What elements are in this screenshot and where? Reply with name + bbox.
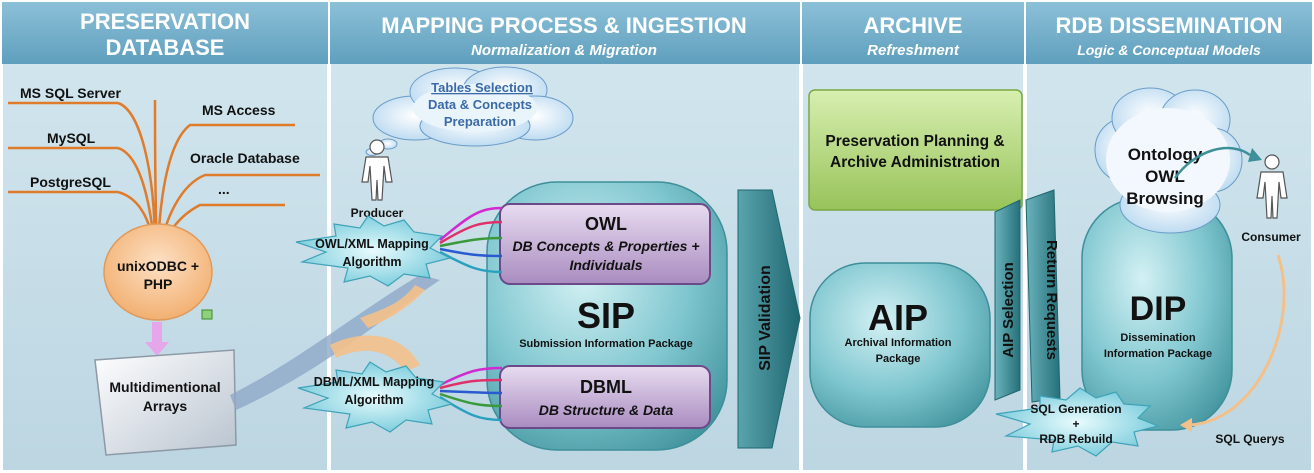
owl-mapping-line1: OWL/XML Mapping — [315, 237, 429, 251]
owl-mapping-star — [295, 215, 452, 287]
source-ellipsis: ... — [218, 181, 230, 197]
owl-box — [499, 203, 711, 285]
archive-subtitle: Refreshment — [867, 42, 960, 59]
dbml-box-line1: DB Structure & Data — [539, 402, 674, 418]
preservation-title-line2: DATABASE — [106, 35, 225, 60]
source-oracle-database: Oracle Database — [190, 150, 300, 166]
sql-generation-line1: SQL Generation — [1030, 402, 1121, 416]
source-ms-access: MS Access — [202, 102, 276, 118]
source-mysql: MySQL — [47, 130, 96, 146]
owl-box-line1: DB Concepts & Properties + — [512, 238, 699, 254]
return-requests-label: Return Requests — [1043, 240, 1060, 360]
dbml-mapping-line2: Algorithm — [344, 393, 403, 407]
dip-title: DIP — [1130, 290, 1187, 328]
odbc-to-arrays-arrow — [145, 322, 169, 356]
sip-title: SIP — [577, 295, 635, 336]
dip-line1: Dissemination — [1120, 332, 1195, 344]
sql-query-arrow — [1189, 254, 1286, 427]
return-requests-bar — [1025, 189, 1061, 403]
dbml-mapping-line1: DBML/XML Mapping — [314, 375, 435, 389]
odbc-label-line1: unixODBC + — [117, 258, 199, 274]
owl-box-title: OWL — [585, 214, 627, 234]
sip-validation-arrow — [737, 189, 801, 449]
ontology-browse-arrow — [1173, 146, 1251, 179]
planning-line2: Archive Administration — [830, 154, 1000, 171]
dbml-mapping-star — [297, 361, 454, 433]
consumer-label: Consumer — [1241, 230, 1301, 244]
sql-generation-line3: RDB Rebuild — [1039, 432, 1112, 446]
owl-mapping-line2: Algorithm — [342, 255, 401, 269]
aip-selection-label: AIP Selection — [1000, 262, 1017, 358]
planning-line1: Preservation Planning & — [825, 133, 1004, 150]
archive-title: ARCHIVE — [863, 13, 962, 38]
dbml-box-title: DBML — [580, 377, 632, 397]
owl-to-arrays-ribbon — [360, 285, 425, 328]
aip-container — [809, 262, 991, 428]
arrays-label-line1: Multidimentional — [109, 379, 220, 395]
source-postgresql: PostgreSQL — [30, 174, 111, 190]
producer-label: Producer — [351, 206, 404, 220]
sql-queries-label: SQL Querys — [1215, 432, 1284, 446]
preservation-title-line1: PRESERVATION — [80, 9, 250, 34]
dbml-box — [499, 365, 711, 429]
ontology-line1: Ontology — [1128, 145, 1203, 164]
sql-query-arrowhead — [1180, 418, 1192, 432]
owl-connector-fan — [439, 206, 503, 274]
prep-cloud-line2: Data & Concepts — [428, 97, 532, 112]
planning-box — [808, 89, 1023, 211]
aip-title: AIP — [868, 297, 928, 338]
odbc-node — [103, 223, 213, 321]
ontology-line2: OWL — [1145, 167, 1185, 186]
sql-generation-line2: + — [1072, 417, 1079, 431]
mapping-title: MAPPING PROCESS & INGESTION — [381, 13, 747, 38]
sql-generation-star — [995, 387, 1160, 457]
arrays-label-line2: Arrays — [143, 398, 188, 414]
consumer-icon — [1256, 154, 1288, 219]
ontology-cloud — [1094, 87, 1243, 234]
sip-validation-label: SIP Validation — [757, 265, 774, 371]
ontology-browse-arrowhead — [1248, 148, 1262, 162]
prep-cloud-line3: Preparation — [444, 114, 516, 129]
sip-subtitle: Submission Information Package — [519, 338, 693, 350]
source-ms-sql-server: MS SQL Server — [20, 85, 121, 101]
arrays-node — [94, 349, 237, 456]
prep-cloud — [365, 66, 574, 156]
mapping-subtitle: Normalization & Migration — [471, 42, 657, 59]
dip-line2: Information Package — [1104, 348, 1212, 360]
prep-cloud-line1: Tables Selection — [431, 80, 533, 95]
odbc-label-line2: PHP — [144, 276, 173, 292]
arrays-to-dbml-ribbon — [330, 335, 420, 372]
ontology-line3: Browsing — [1126, 189, 1203, 208]
producer-icon — [361, 139, 393, 201]
rdb-title: RDB DISSEMINATION — [1056, 13, 1283, 38]
aip-selection-bar — [994, 199, 1021, 401]
aip-line1: Archival Information — [845, 337, 952, 349]
dbml-connector-fan — [439, 366, 503, 422]
rdb-subtitle: Logic & Conceptual Models — [1077, 42, 1261, 58]
aip-line2: Package — [876, 353, 921, 365]
owl-box-line2: Individuals — [569, 257, 642, 273]
